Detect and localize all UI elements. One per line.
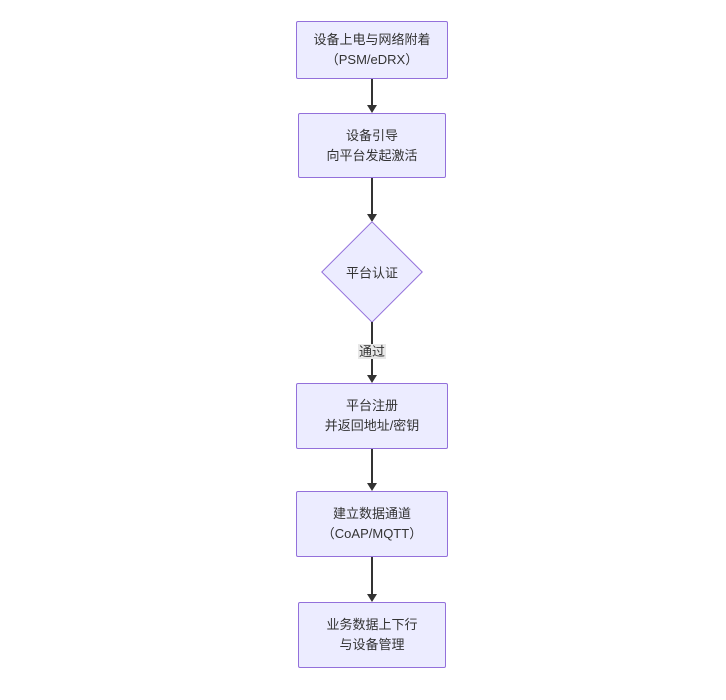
node-text-line: （CoAP/MQTT）	[321, 526, 423, 541]
node-text-line: 设备上电与网络附着	[313, 32, 431, 47]
edge-line	[371, 178, 373, 214]
arrowhead-icon	[367, 483, 377, 491]
arrowhead-icon	[367, 375, 377, 383]
edge-line	[371, 449, 373, 483]
node-bootstrap: 设备引导 向平台发起激活	[298, 113, 446, 178]
flowchart-column: 设备上电与网络附着 （PSM/eDRX） 设备引导 向平台发起激活 平台认证 通…	[296, 21, 448, 668]
node-text-line: 平台注册	[345, 398, 398, 413]
node-power-attach: 设备上电与网络附着 （PSM/eDRX）	[296, 21, 448, 79]
node-register: 平台注册 并返回地址/密钥	[296, 383, 448, 449]
node-text-line: 与设备管理	[339, 637, 405, 652]
node-data-channel: 建立数据通道 （CoAP/MQTT）	[296, 491, 448, 557]
node-business-data: 业务数据上下行 与设备管理	[298, 602, 446, 668]
edge-label-pass: 通过	[357, 344, 387, 359]
node-text-line: （PSM/eDRX）	[325, 52, 419, 67]
edge-arrow-4	[362, 449, 382, 491]
arrowhead-icon	[367, 105, 377, 113]
edge-arrow-pass: 通过	[357, 322, 387, 383]
edge-arrow-5	[362, 557, 382, 602]
node-text-line: 建立数据通道	[332, 506, 411, 521]
node-text-line: 设备引导	[345, 127, 398, 143]
node-text-line: 业务数据上下行	[326, 617, 418, 632]
edge-line	[371, 557, 373, 594]
node-text-line: 并返回地址/密钥	[324, 418, 420, 433]
node-platform-auth: 平台认证	[321, 221, 423, 323]
node-text-line: 平台认证	[345, 265, 399, 281]
arrowhead-icon	[367, 214, 377, 222]
edge-arrow-1	[362, 79, 382, 113]
edge-line	[371, 79, 373, 105]
node-text-line: 向平台发起激活	[326, 147, 418, 163]
edge-arrow-2	[362, 178, 382, 222]
arrowhead-icon	[367, 594, 377, 602]
